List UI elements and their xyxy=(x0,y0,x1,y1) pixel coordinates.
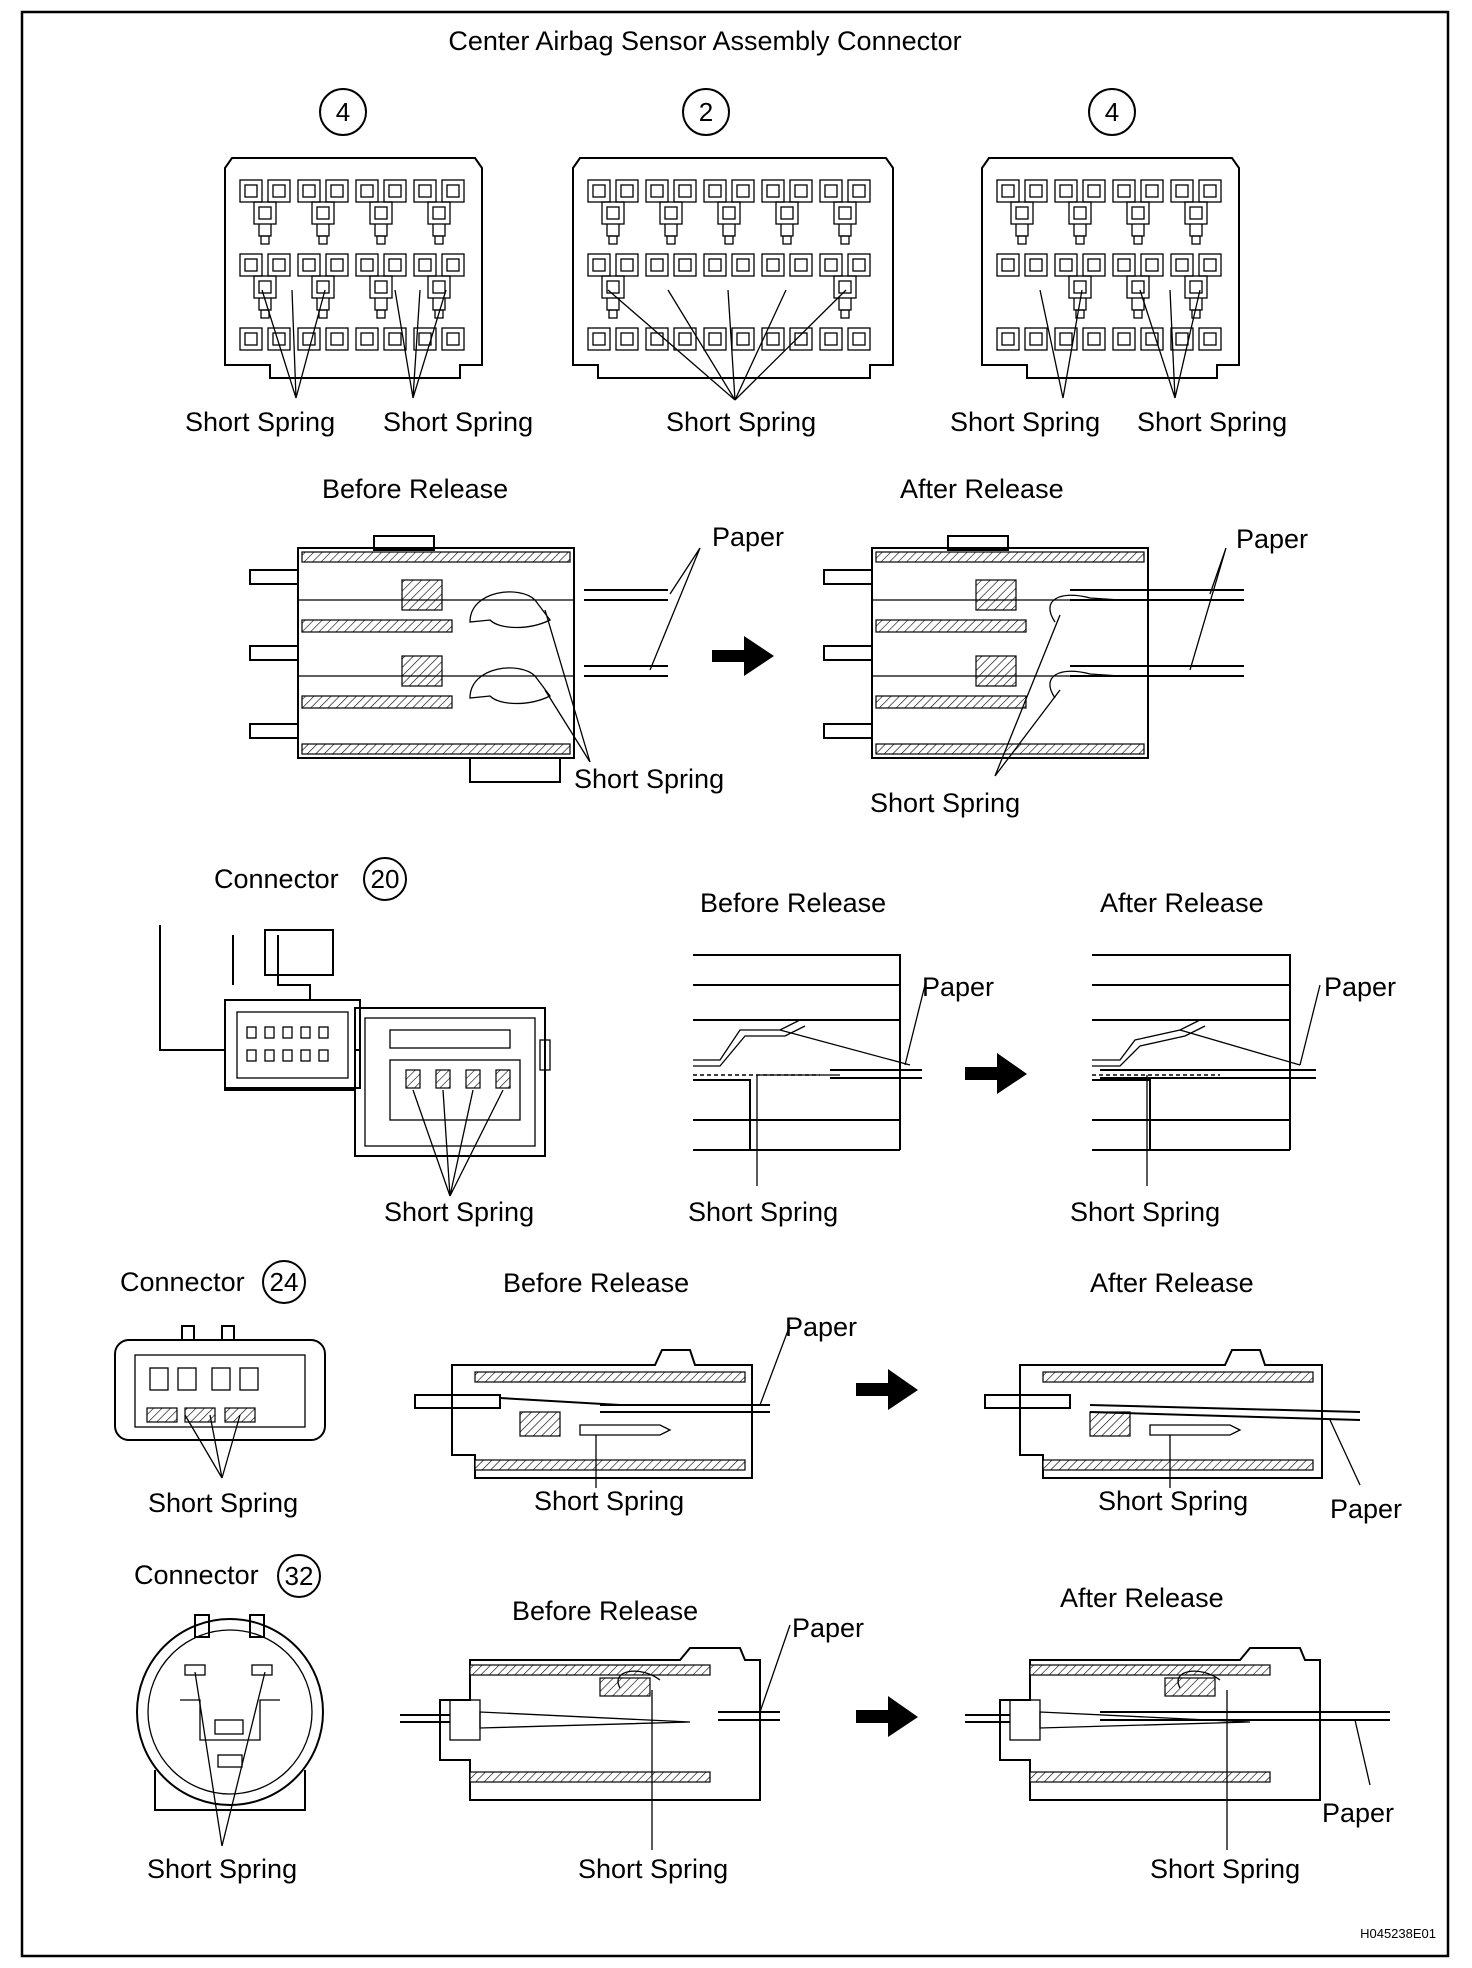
arrow-icon xyxy=(965,1053,1027,1094)
after-release-label: After Release xyxy=(1060,1583,1224,1613)
short-spring-label: Short Spring xyxy=(1150,1854,1300,1884)
short-spring-label: Short Spring xyxy=(950,407,1100,437)
connector-20-after: Paper Short Spring xyxy=(1070,954,1396,1227)
number-circle xyxy=(319,88,367,136)
paper-label: Paper xyxy=(785,1312,857,1342)
arrow-icon xyxy=(712,636,774,676)
short-spring-label: Short Spring xyxy=(666,407,816,437)
paper-label: Paper xyxy=(792,1613,864,1643)
figure-id: H045238E01 xyxy=(1360,1926,1436,1941)
number-circle xyxy=(262,1260,306,1304)
short-spring-label: Short Spring xyxy=(383,407,533,437)
after-release-label: After Release xyxy=(1090,1268,1254,1298)
before-release-label: Before Release xyxy=(503,1268,689,1298)
short-spring-label: Short Spring xyxy=(574,764,724,794)
connector-20-section: Connector 20 Short Spring Before Release… xyxy=(159,857,1396,1227)
paper-label: Paper xyxy=(1330,1494,1402,1524)
paper-label: Paper xyxy=(1236,524,1308,554)
connector-24-section: Connector 24 Short Spring Before Release… xyxy=(114,1260,1402,1524)
short-spring-label: Short Spring xyxy=(1098,1486,1248,1516)
connector-32-face: Short Spring xyxy=(136,1614,324,1884)
connector-24-before: Paper Short Spring xyxy=(414,1312,857,1516)
paper-label: Paper xyxy=(712,522,784,552)
paper-label: Paper xyxy=(1322,1798,1394,1828)
connector-32-before: Paper Short Spring xyxy=(400,1613,864,1884)
connector-32-section: Connector 32 Short Spring Before Release… xyxy=(134,1554,1394,1884)
before-release-label: Before Release xyxy=(700,888,886,918)
after-release-label: After Release xyxy=(900,474,1064,504)
short-spring-label: Short Spring xyxy=(148,1488,298,1518)
connector-number: 4 xyxy=(1105,97,1119,127)
before-release-label: Before Release xyxy=(322,474,508,504)
short-spring-label: Short Spring xyxy=(1070,1197,1220,1227)
top-connector-right: 4 Short Spring Short Spring xyxy=(950,88,1287,437)
number-circle xyxy=(277,1554,321,1598)
short-spring-label: Short Spring xyxy=(384,1197,534,1227)
short-spring-label: Short Spring xyxy=(578,1854,728,1884)
connector-number: 20 xyxy=(371,864,400,894)
top-connector-center: 2 Short Spring xyxy=(572,88,894,437)
short-spring-label: Short Spring xyxy=(147,1854,297,1884)
short-spring-label: Short Spring xyxy=(1137,407,1287,437)
short-spring-label: Short Spring xyxy=(870,788,1020,818)
number-circle xyxy=(363,857,407,901)
short-spring-label: Short Spring xyxy=(688,1197,838,1227)
short-spring-label: Short Spring xyxy=(534,1486,684,1516)
connector-label: Connector xyxy=(214,864,339,894)
arrow-icon xyxy=(856,1369,918,1410)
before-release-drawing: Paper Short Spring xyxy=(249,522,784,794)
paper-label: Paper xyxy=(1324,972,1396,1002)
after-release-label: After Release xyxy=(1100,888,1264,918)
connector-24-face: Short Spring xyxy=(114,1325,326,1518)
paper-label: Paper xyxy=(922,972,994,1002)
connector-number: 24 xyxy=(270,1267,299,1297)
connector-32-after: Paper Short Spring xyxy=(965,1647,1394,1884)
number-circle xyxy=(682,88,730,136)
connector-number: 2 xyxy=(699,97,713,127)
release-row-top: Before Release After Release Paper Short xyxy=(249,474,1308,818)
short-spring-label: Short Spring xyxy=(185,407,335,437)
connector-label: Connector xyxy=(134,1560,259,1590)
after-release-drawing: Paper Short Spring xyxy=(823,524,1308,818)
connector-label: Connector xyxy=(120,1267,245,1297)
arrow-icon xyxy=(856,1696,918,1737)
connector-number: 4 xyxy=(336,97,350,127)
before-release-label: Before Release xyxy=(512,1596,698,1626)
connector-20-face: Short Spring xyxy=(159,925,551,1227)
connector-number: 32 xyxy=(285,1561,314,1591)
figure-title: Center Airbag Sensor Assembly Connector xyxy=(448,26,961,56)
connector-24-after: Paper Short Spring xyxy=(984,1349,1402,1524)
number-circle xyxy=(1088,88,1136,136)
top-connector-left: 4 Short Spring Short Spring xyxy=(185,88,533,437)
page-border xyxy=(20,10,1450,1958)
connector-20-before: Paper Short Spring xyxy=(688,954,994,1227)
